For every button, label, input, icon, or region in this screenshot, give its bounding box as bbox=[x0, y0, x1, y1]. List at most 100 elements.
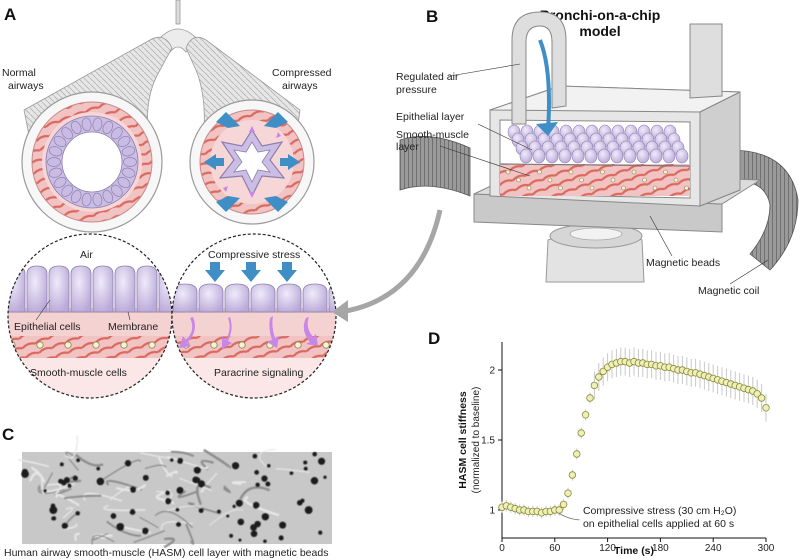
chip-magnetic-bead bbox=[652, 185, 658, 191]
cell-fiber bbox=[243, 496, 280, 517]
chip-magnetic-bead bbox=[642, 177, 647, 183]
data-point bbox=[599, 367, 607, 376]
bead-dot bbox=[51, 516, 57, 521]
cell-fiber bbox=[39, 472, 54, 493]
chip-epithelial-cell bbox=[636, 148, 650, 164]
cell-fiber bbox=[83, 492, 123, 502]
bead-dot bbox=[76, 458, 81, 463]
cell-fiber bbox=[91, 534, 115, 545]
cell-fiber bbox=[177, 490, 199, 499]
data-point bbox=[581, 411, 590, 419]
data-point bbox=[568, 471, 577, 479]
bead-dot bbox=[250, 530, 258, 538]
epithelial-cells-label: Epithelial cells bbox=[14, 321, 81, 333]
chip-magnetic-bead bbox=[631, 169, 637, 175]
epithelial-cell bbox=[26, 265, 48, 313]
airway-epithelial-cell bbox=[48, 146, 63, 157]
magnetic-beads-label: Magnetic beads bbox=[646, 257, 720, 269]
bead-dot bbox=[318, 530, 323, 535]
airway-epithelial-cell bbox=[48, 167, 63, 178]
magnetic-coil-label: Magnetic coil bbox=[698, 285, 759, 297]
epithelial-cell bbox=[250, 283, 276, 313]
bead-dot bbox=[232, 504, 236, 508]
bead-dot bbox=[49, 506, 58, 514]
cell-fiber bbox=[63, 494, 102, 500]
smooth-muscle-layer-label-line2: layer bbox=[396, 141, 419, 153]
bead-dot bbox=[124, 460, 132, 467]
bead-dot bbox=[129, 486, 137, 493]
panel-label-d: D bbox=[428, 329, 440, 348]
bead-dot bbox=[72, 475, 78, 481]
cell-fiber bbox=[167, 455, 209, 470]
epithelial-cell bbox=[114, 265, 136, 313]
bead-dot bbox=[176, 521, 182, 527]
annotation-line2: on epithelial cells applied at 60 s bbox=[583, 518, 734, 530]
bead-dot bbox=[252, 453, 258, 459]
airway-epithelial-cell bbox=[53, 177, 67, 189]
airway-epithelial-cell bbox=[111, 184, 123, 197]
cell-fiber bbox=[179, 477, 213, 491]
epithelial-cell bbox=[92, 265, 114, 313]
compressive-stress-label: Compressive stress bbox=[208, 249, 300, 261]
chip-magnetic-bead bbox=[663, 169, 668, 175]
chip-magnetic-bead bbox=[547, 177, 553, 183]
bead-dot bbox=[59, 462, 64, 467]
airway-epithelial-cell bbox=[102, 120, 114, 134]
microscope-pedestal bbox=[545, 223, 645, 283]
cell-fiber bbox=[144, 464, 167, 470]
cell-fiber bbox=[92, 532, 109, 541]
bead-dot bbox=[255, 482, 260, 488]
cell-fiber bbox=[74, 453, 104, 467]
chip-epithelial-cell bbox=[610, 148, 624, 164]
bead-dot bbox=[21, 470, 29, 478]
airway-epithelial-cell bbox=[61, 127, 73, 140]
airway-epithelial-cell bbox=[92, 192, 103, 207]
airway-epithelial-cell bbox=[92, 117, 103, 132]
bead-dot bbox=[75, 511, 80, 516]
chip-magnetic-bead bbox=[505, 169, 511, 175]
normal-airways-label-line2: airways bbox=[8, 80, 44, 92]
airway-epithelial-cell bbox=[121, 167, 136, 178]
bead-dot bbox=[96, 477, 105, 486]
cell-fiber bbox=[170, 450, 195, 458]
chip-title-line1: Bronchi-on-a-chip bbox=[540, 7, 661, 23]
bead-dot bbox=[289, 471, 294, 475]
air-label: Air bbox=[80, 249, 93, 261]
airway-epithelial-cell bbox=[117, 135, 131, 147]
data-point bbox=[577, 429, 585, 437]
chip-epithelial-cell bbox=[519, 148, 533, 164]
cell-fiber bbox=[185, 523, 195, 545]
chip-epithelial-cell bbox=[662, 148, 676, 164]
epithelial-cell bbox=[302, 283, 328, 313]
cell-fiber bbox=[54, 488, 72, 496]
cell-fiber bbox=[187, 502, 221, 515]
cell-fiber bbox=[223, 485, 231, 494]
cell-fiber bbox=[163, 537, 176, 549]
bead-dot bbox=[197, 480, 206, 488]
chip-magnetic-bead bbox=[537, 169, 542, 175]
cell-fiber bbox=[258, 448, 276, 467]
cell-fiber bbox=[239, 486, 271, 500]
bead-dot bbox=[176, 486, 184, 494]
chip-epithelial-cell bbox=[623, 148, 637, 164]
bead-dot bbox=[304, 506, 313, 514]
bead-dot bbox=[169, 458, 174, 462]
panel-label-a: A bbox=[4, 5, 16, 24]
chip-magnetic-bead bbox=[600, 169, 605, 175]
airway-epithelial-cell bbox=[70, 190, 82, 204]
bead-dot bbox=[43, 489, 47, 493]
data-point bbox=[590, 381, 599, 390]
magnetic-bead bbox=[238, 341, 246, 349]
epithelial-cell bbox=[136, 265, 158, 313]
magnetic-bead bbox=[322, 341, 330, 349]
chip-epithelial-cell bbox=[649, 148, 663, 164]
chip-magnetic-bead bbox=[579, 177, 584, 183]
bead-dot bbox=[142, 474, 149, 481]
bead-dot bbox=[177, 457, 184, 464]
bead-dot bbox=[303, 460, 308, 465]
bead-dot bbox=[266, 464, 271, 468]
cell-fiber bbox=[276, 468, 310, 474]
bead-dot bbox=[198, 507, 204, 514]
bead-dot bbox=[235, 499, 243, 507]
